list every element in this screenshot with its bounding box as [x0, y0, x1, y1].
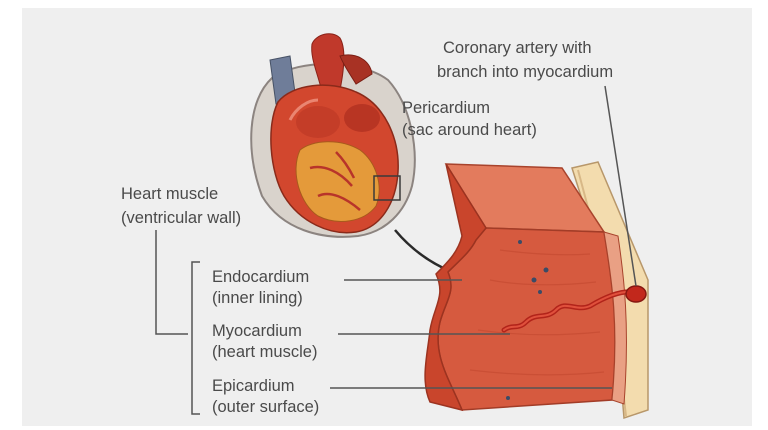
- myocardium-label-line1: Myocardium: [212, 321, 302, 342]
- coronary-artery-label-line1: Coronary artery with: [443, 38, 592, 59]
- heart-muscle-bracket: [192, 262, 200, 414]
- pericardium-label-line1: Pericardium: [402, 98, 490, 119]
- endocardium-label-line2: (inner lining): [212, 288, 303, 309]
- heart-muscle-label-line2: (ventricular wall): [121, 208, 241, 229]
- heart-muscle-label-line1: Heart muscle: [121, 184, 218, 205]
- epicardium-label-line1: Epicardium: [212, 376, 295, 397]
- coronary-artery-vessel: [626, 286, 646, 302]
- pericardium-label-line2: (sac around heart): [402, 120, 537, 141]
- epicardium-label-line2: (outer surface): [212, 397, 319, 418]
- heart-illustration: [251, 34, 414, 237]
- coronary-artery-label-line2: branch into myocardium: [437, 62, 613, 83]
- wall-section: [425, 162, 648, 418]
- endocardium-label-line1: Endocardium: [212, 267, 309, 288]
- myocardium-label-line2: (heart muscle): [212, 342, 317, 363]
- heart-muscle-bracket-stem: [156, 230, 188, 334]
